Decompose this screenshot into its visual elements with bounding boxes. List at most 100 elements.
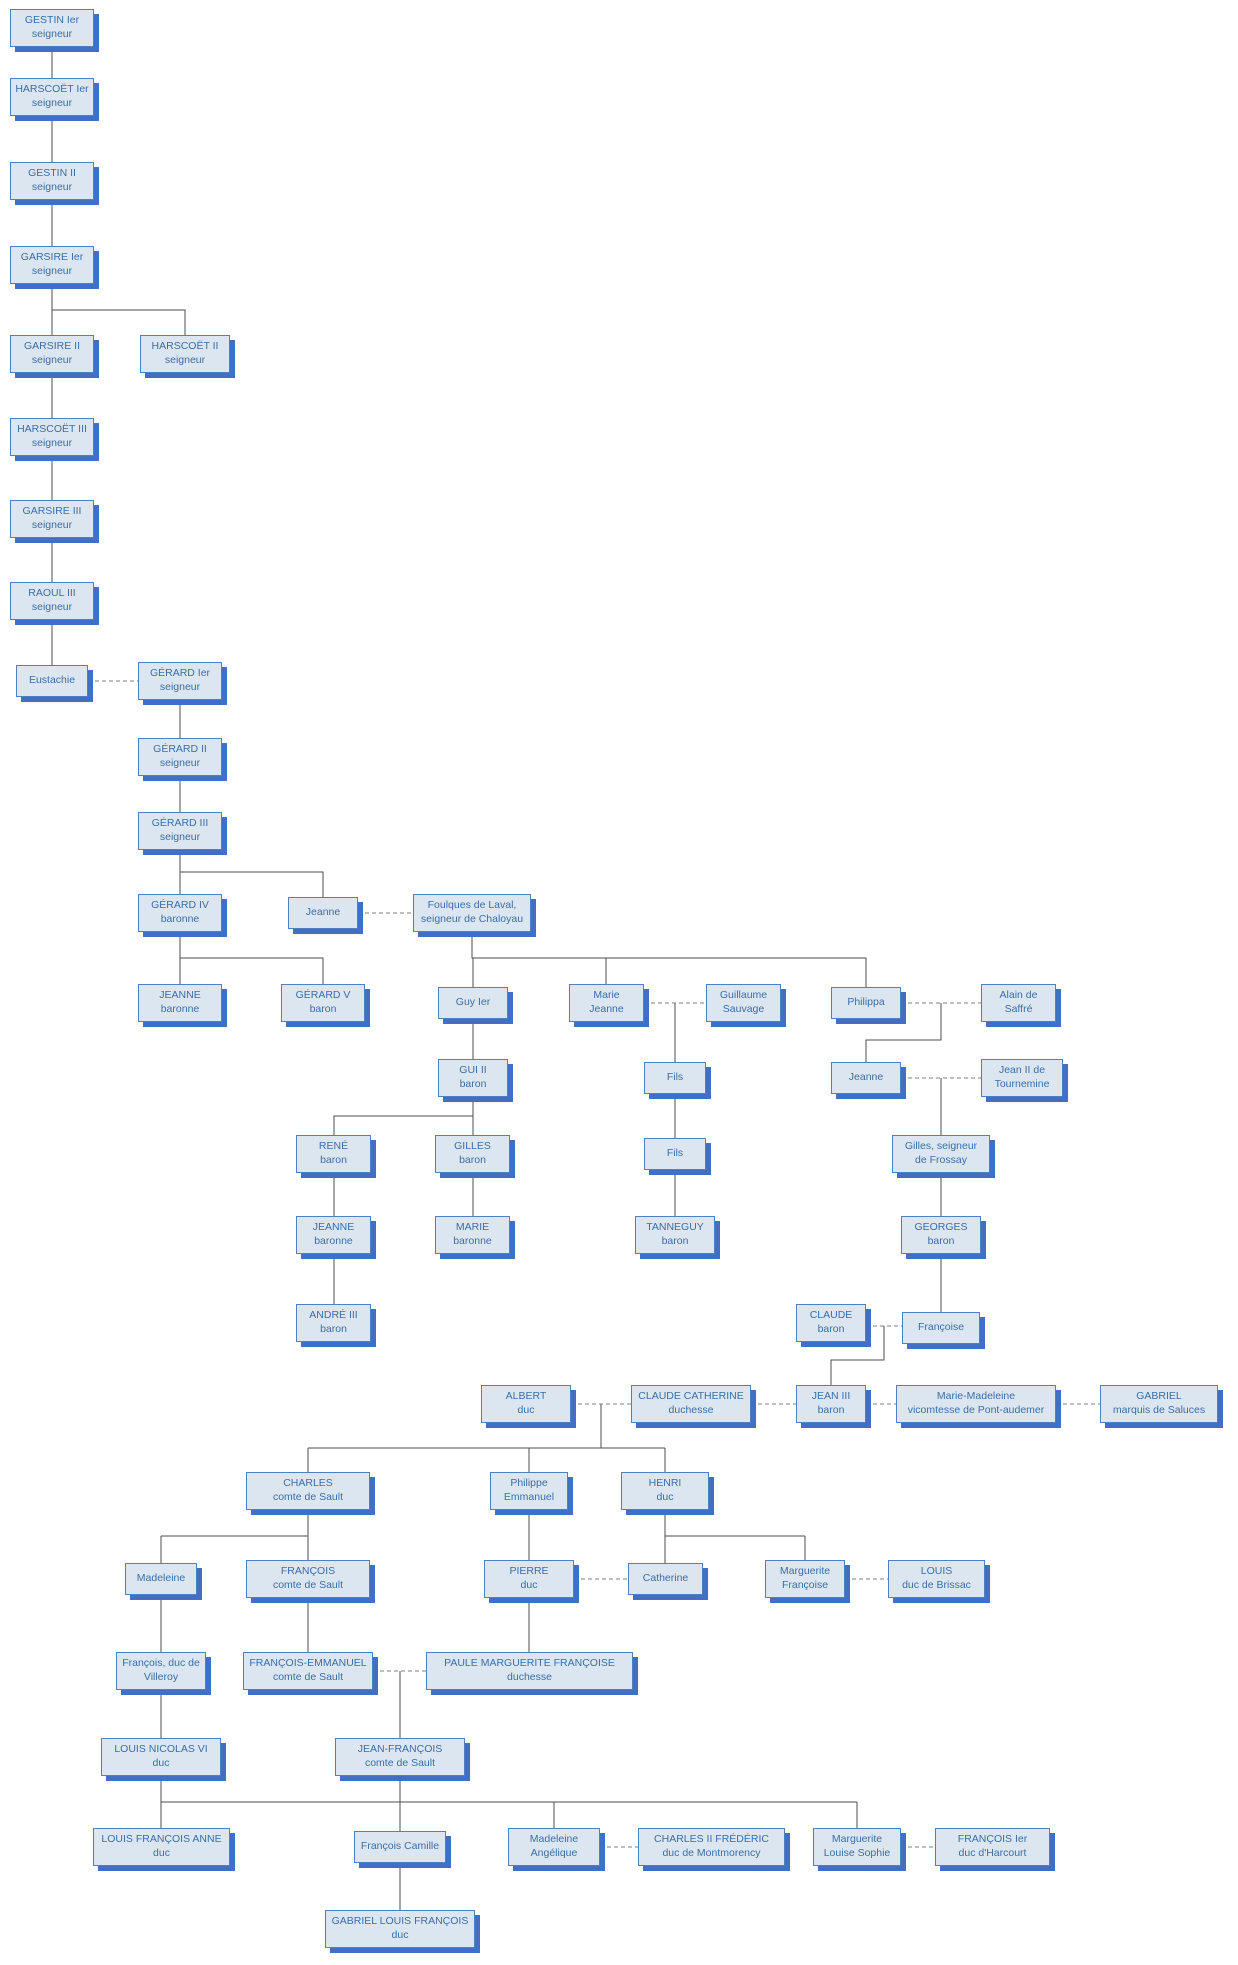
node-label: Jean II de bbox=[998, 1064, 1046, 1077]
node-label: Fils bbox=[666, 1147, 684, 1160]
node-label: comte de Sault bbox=[272, 1671, 344, 1683]
node-label: Marie-Madeleine bbox=[936, 1390, 1016, 1403]
node-label: LOUIS bbox=[920, 1565, 953, 1578]
node-label: vicomtesse de Pont-audemer bbox=[907, 1404, 1045, 1416]
tree-node-jeanne-2: Jeanne bbox=[831, 1062, 901, 1094]
node-label: seigneur bbox=[31, 437, 73, 449]
node-label: HENRI bbox=[648, 1477, 682, 1490]
node-label: JEANNE bbox=[159, 989, 201, 1002]
node-label: duc bbox=[152, 1757, 170, 1769]
node-label: GABRIEL bbox=[1136, 1390, 1182, 1403]
node-label: Louise Sophie bbox=[823, 1847, 891, 1859]
node-label: seigneur bbox=[164, 354, 206, 366]
node-label: GÉRARD III bbox=[151, 817, 209, 830]
node-label: baron bbox=[459, 1154, 486, 1166]
node-label: Saffré bbox=[1004, 1003, 1033, 1015]
node-label: baron bbox=[817, 1404, 845, 1416]
node-label: seigneur bbox=[31, 601, 73, 613]
node-label: CHARLES bbox=[283, 1477, 333, 1490]
node-label: Angélique bbox=[530, 1847, 578, 1859]
node-label: baron bbox=[320, 1154, 347, 1166]
node-label: GESTIN II bbox=[28, 167, 76, 180]
node-label: Guy Ier bbox=[455, 996, 491, 1009]
node-label: Jeanne bbox=[848, 1071, 884, 1084]
node-label: LOUIS NICOLAS VI bbox=[114, 1743, 208, 1756]
node-label: Eustachie bbox=[28, 674, 76, 687]
descent-line bbox=[52, 309, 186, 335]
node-label: Marguerite bbox=[831, 1833, 883, 1846]
tree-node-catherine: Catherine bbox=[628, 1563, 703, 1595]
node-label: Foulques de Laval, bbox=[427, 899, 517, 912]
node-label: Fils bbox=[666, 1071, 684, 1084]
descent-line bbox=[333, 1115, 473, 1135]
node-label: FRANÇOIS-EMMANUEL bbox=[249, 1657, 367, 1670]
node-label: baron bbox=[459, 1078, 487, 1090]
node-label: GARSIRE III bbox=[22, 505, 82, 518]
node-label: duc d'Harcourt bbox=[958, 1847, 1027, 1859]
node-label: Alain de bbox=[999, 989, 1038, 1002]
node-label: GÉRARD IV bbox=[151, 899, 209, 912]
node-label: HARSCOËT III bbox=[17, 423, 87, 436]
node-label: TANNEGUY bbox=[646, 1221, 704, 1234]
node-label: duc bbox=[517, 1404, 535, 1416]
node-label: Catherine bbox=[642, 1572, 689, 1585]
node-label: seigneur bbox=[31, 354, 73, 366]
node-label: JEANNE bbox=[312, 1221, 355, 1234]
node-label: François, duc de bbox=[122, 1657, 200, 1670]
tree-node-fils-2: Fils bbox=[644, 1138, 706, 1170]
node-label: Gilles, seigneur bbox=[904, 1140, 978, 1153]
node-label: GÉRARD V bbox=[295, 989, 351, 1002]
tree-node-fils-1: Fils bbox=[644, 1062, 706, 1094]
node-label: Françoise bbox=[917, 1321, 965, 1334]
node-label: GÉRARD II bbox=[153, 743, 207, 756]
node-label: seigneur bbox=[159, 757, 201, 769]
tree-node-foulques-laval: Foulques de Laval,seigneur de Chaloyau bbox=[413, 894, 531, 932]
node-label: duc de Brissac bbox=[902, 1579, 971, 1591]
node-label: Marguerite bbox=[779, 1565, 831, 1578]
node-label: seigneur de Chaloyau bbox=[420, 913, 524, 925]
node-label: Emmanuel bbox=[503, 1491, 555, 1503]
node-label: HARSCOËT II bbox=[151, 340, 219, 353]
node-label: Madeleine bbox=[529, 1833, 579, 1846]
node-label: Françoise bbox=[781, 1579, 829, 1591]
node-label: Madeleine bbox=[136, 1572, 186, 1585]
node-label: duchesse bbox=[507, 1671, 552, 1683]
node-label: GÉRARD Ier bbox=[149, 667, 211, 680]
node-label: seigneur bbox=[159, 831, 201, 843]
node-label: GEORGES bbox=[914, 1221, 968, 1234]
node-label: duc bbox=[520, 1579, 538, 1591]
node-label: JEAN III bbox=[811, 1390, 851, 1403]
node-label: seigneur bbox=[31, 28, 73, 40]
tree-node-jeanne-wife: Jeanne bbox=[288, 897, 358, 929]
tree-node-philippa: Philippa bbox=[831, 987, 901, 1019]
node-label: GUI II bbox=[459, 1064, 487, 1077]
node-label: baron bbox=[927, 1235, 955, 1247]
